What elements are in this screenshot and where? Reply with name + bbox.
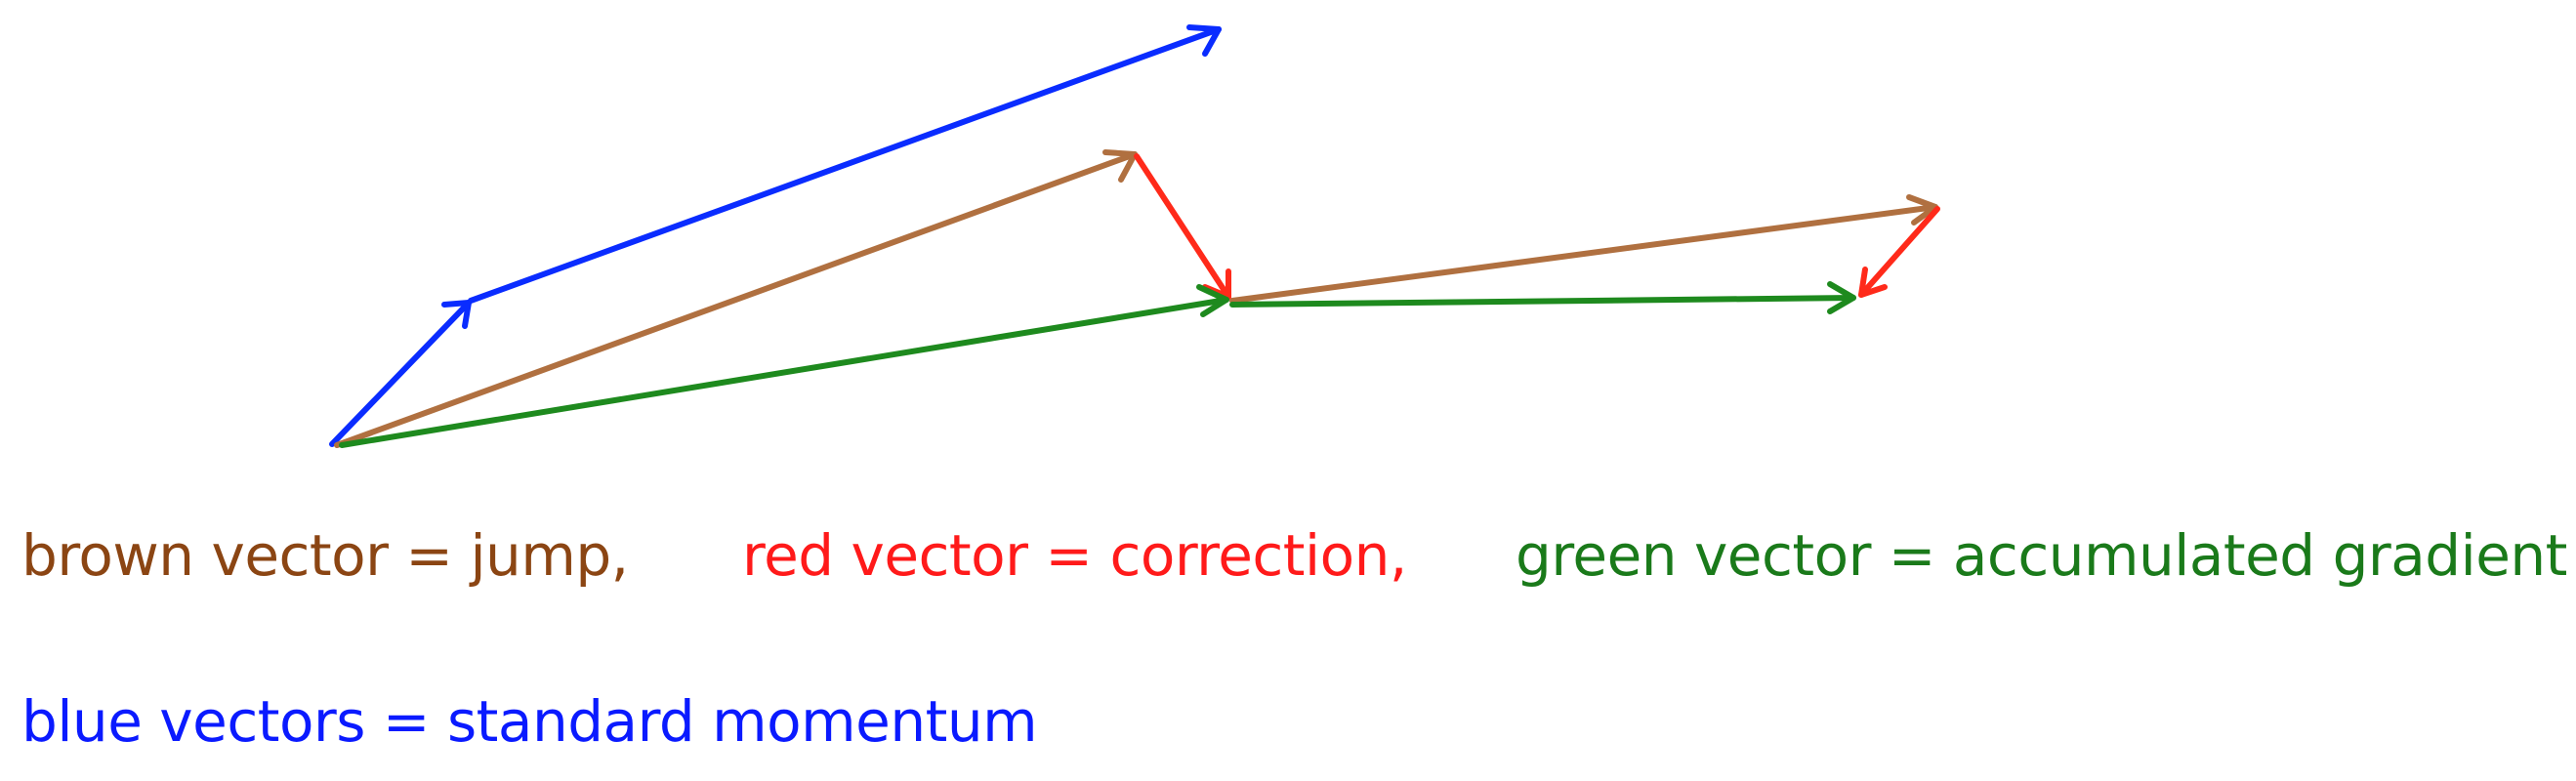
green-arrowhead-1: [1196, 284, 1229, 317]
blue-vector-short: [329, 300, 472, 447]
legend-brown-label: brown vector = jump,: [21, 522, 629, 589]
red-vector-group: [1134, 153, 1940, 300]
green-vector-gradient-2: [1229, 295, 1856, 308]
blue-vector-long: [468, 26, 1222, 304]
green-vector-group: [339, 281, 1856, 448]
blue-vector-group: [329, 24, 1222, 447]
green-arrowhead-2: [1827, 281, 1856, 314]
legend-green-label: green vector = accumulated gradient: [1516, 522, 2567, 589]
legend-red-label: red vector = correction,: [742, 522, 1407, 589]
green-vector-gradient-1: [339, 297, 1229, 448]
blue-arrowhead-long: [1186, 24, 1222, 57]
nesterov-momentum-diagram: [329, 24, 1940, 448]
brown-vector-jump-2: [1229, 204, 1938, 304]
legend-blue-label: blue vectors = standard momentum: [21, 688, 1038, 755]
red-arrowhead-2: [1858, 267, 1888, 298]
red-vector-correction-2: [1858, 206, 1940, 298]
red-vector-correction-1: [1134, 153, 1231, 300]
brown-vector-jump-1: [334, 151, 1138, 448]
